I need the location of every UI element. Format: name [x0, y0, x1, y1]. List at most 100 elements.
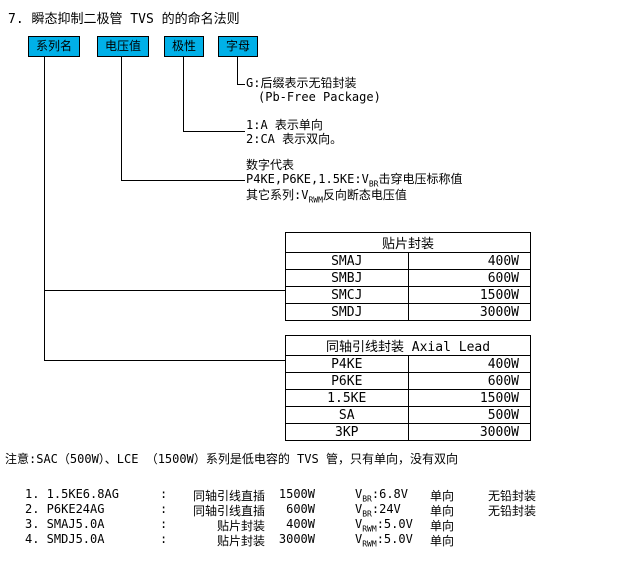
- example-package: 同轴引线直插: [192, 489, 265, 503]
- connector-polarity-vline: [183, 57, 184, 131]
- part-cell: SMAJ: [285, 252, 409, 270]
- connector-polarity-hline: [183, 131, 245, 132]
- example-power: 1500W: [278, 487, 315, 501]
- example-colon: :: [160, 532, 168, 546]
- example-part: 2. P6KE24AG: [25, 502, 105, 516]
- example-direction: 单向: [430, 519, 455, 533]
- capacitance-note: 注意:SAC（500W）、LCE （1500W）系列是低电容的 TVS 管，只有…: [5, 452, 458, 466]
- example-package: 贴片封装: [216, 519, 265, 533]
- power-cell: 600W: [407, 269, 531, 287]
- voltage-note-line2-post: 击穿电压标称值: [378, 172, 463, 186]
- smd-table-title: 贴片封装: [285, 232, 531, 253]
- power-cell: 500W: [407, 406, 531, 424]
- part-cell: SA: [285, 406, 409, 424]
- example-voltage: VRWM:5.0V: [315, 532, 430, 549]
- example-part: 1. 1.5KE6.8AG: [25, 487, 119, 501]
- connector-series-vline: [44, 57, 45, 360]
- table-header-row: 贴片封装: [285, 232, 531, 253]
- example-pbfree: 无铅封装: [488, 489, 537, 503]
- voltage-note-line3-post: 反向断态电压值: [322, 188, 407, 203]
- box-series-name: 系列名: [28, 36, 81, 57]
- voltage-note-line2-pre: P4KE,P6KE,1.5KE:V: [246, 172, 369, 186]
- part-cell: SMBJ: [285, 269, 409, 287]
- part-cell: SMCJ: [285, 286, 409, 304]
- example-voltage: VBR:24V: [315, 502, 430, 519]
- voltage-subscript: BR: [362, 494, 372, 504]
- example-row-2: 2. P6KE24AG : 同轴引线直插 600W VBR:24V 单向 无铅封…: [25, 502, 536, 519]
- vbr-subscript: BR: [368, 179, 379, 189]
- polarity-note-line1: 1:A 表示单向: [246, 118, 323, 132]
- example-package: 同轴引线直插: [192, 504, 265, 518]
- connector-letter-vline: [237, 57, 238, 84]
- power-cell: 600W: [407, 372, 531, 390]
- connector-voltage-hline: [121, 180, 245, 181]
- connector-letter-hline: [237, 84, 245, 85]
- box-polarity: 极性: [164, 36, 205, 57]
- power-cell: 1500W: [407, 389, 531, 407]
- example-colon: :: [160, 502, 168, 516]
- voltage-note-line1: 数字代表: [246, 158, 295, 172]
- axial-table-title: 同轴引线封装 Axial Lead: [285, 335, 531, 356]
- power-cell: 400W: [407, 355, 531, 373]
- part-cell: P4KE: [285, 355, 409, 373]
- table-header-row: 同轴引线封装 Axial Lead: [285, 335, 531, 356]
- box-voltage-value: 电压值: [97, 36, 150, 57]
- example-row-3: 3. SMAJ5.0A : 贴片封装 400W VRWM:5.0V 单向: [25, 517, 488, 534]
- example-power: 600W: [286, 502, 315, 516]
- example-colon: :: [160, 487, 168, 501]
- voltage-symbol: V: [355, 517, 363, 531]
- voltage-symbol: V: [355, 532, 363, 546]
- connector-series-hline-axial: [44, 360, 285, 361]
- example-power: 3000W: [278, 532, 315, 546]
- voltage-annotation: 数字代表 P4KE,P6KE,1.5KE:VBR击穿电压标称值 其它系列:VRW…: [246, 158, 462, 205]
- example-row-4: 4. SMDJ5.0A : 贴片封装 3000W VRWM:5.0V 单向: [25, 532, 488, 549]
- part-cell: 1.5KE: [285, 389, 409, 407]
- power-cell: 400W: [407, 252, 531, 270]
- voltage-value: :5.0V: [376, 517, 413, 531]
- example-colon: :: [160, 517, 168, 531]
- example-power: 400W: [286, 517, 315, 531]
- box-letter: 字母: [218, 36, 259, 57]
- example-part: 4. SMDJ5.0A: [25, 532, 105, 546]
- power-cell: 3000W: [407, 303, 531, 321]
- voltage-note-line2: P4KE,P6KE,1.5KE:VBR击穿电压标称值: [246, 172, 462, 188]
- example-direction: 单向: [430, 504, 455, 518]
- letter-note-line2: (Pb-Free Package): [258, 90, 381, 104]
- vrwm-subscript: RWM: [308, 195, 323, 205]
- page-title: 7. 瞬态抑制二极管 TVS 的的命名法则: [8, 12, 240, 27]
- example-direction: 单向: [430, 534, 455, 548]
- example-direction: 单向: [430, 489, 455, 503]
- example-pbfree: 无铅封装: [488, 504, 537, 518]
- voltage-note-line3-pre: 其它系列:V: [246, 188, 309, 203]
- connector-voltage-vline: [121, 57, 122, 180]
- voltage-symbol: V: [355, 502, 363, 516]
- part-cell: P6KE: [285, 372, 409, 390]
- voltage-note-line3: 其它系列:VRWM反向断态电压值: [246, 188, 462, 204]
- voltage-symbol: V: [355, 487, 363, 501]
- voltage-subscript: BR: [362, 509, 372, 519]
- voltage-value: :24V: [371, 502, 401, 516]
- example-voltage: VRWM:5.0V: [315, 517, 430, 534]
- polarity-note-line2: 2:CA 表示双向。: [246, 132, 343, 146]
- power-cell: 3000W: [407, 423, 531, 441]
- example-row-1: 1. 1.5KE6.8AG : 同轴引线直插 1500W VBR:6.8V 单向…: [25, 487, 536, 504]
- example-voltage: VBR:6.8V: [315, 487, 430, 504]
- voltage-value: :5.0V: [376, 532, 413, 546]
- letter-note-line1: G:后缀表示无铅封装: [246, 76, 357, 90]
- example-part: 3. SMAJ5.0A: [25, 517, 105, 531]
- voltage-value: :6.8V: [371, 487, 408, 501]
- part-cell: 3KP: [285, 423, 409, 441]
- example-package: 贴片封装: [216, 534, 265, 548]
- voltage-subscript: RWM: [362, 539, 377, 549]
- voltage-subscript: RWM: [362, 524, 377, 534]
